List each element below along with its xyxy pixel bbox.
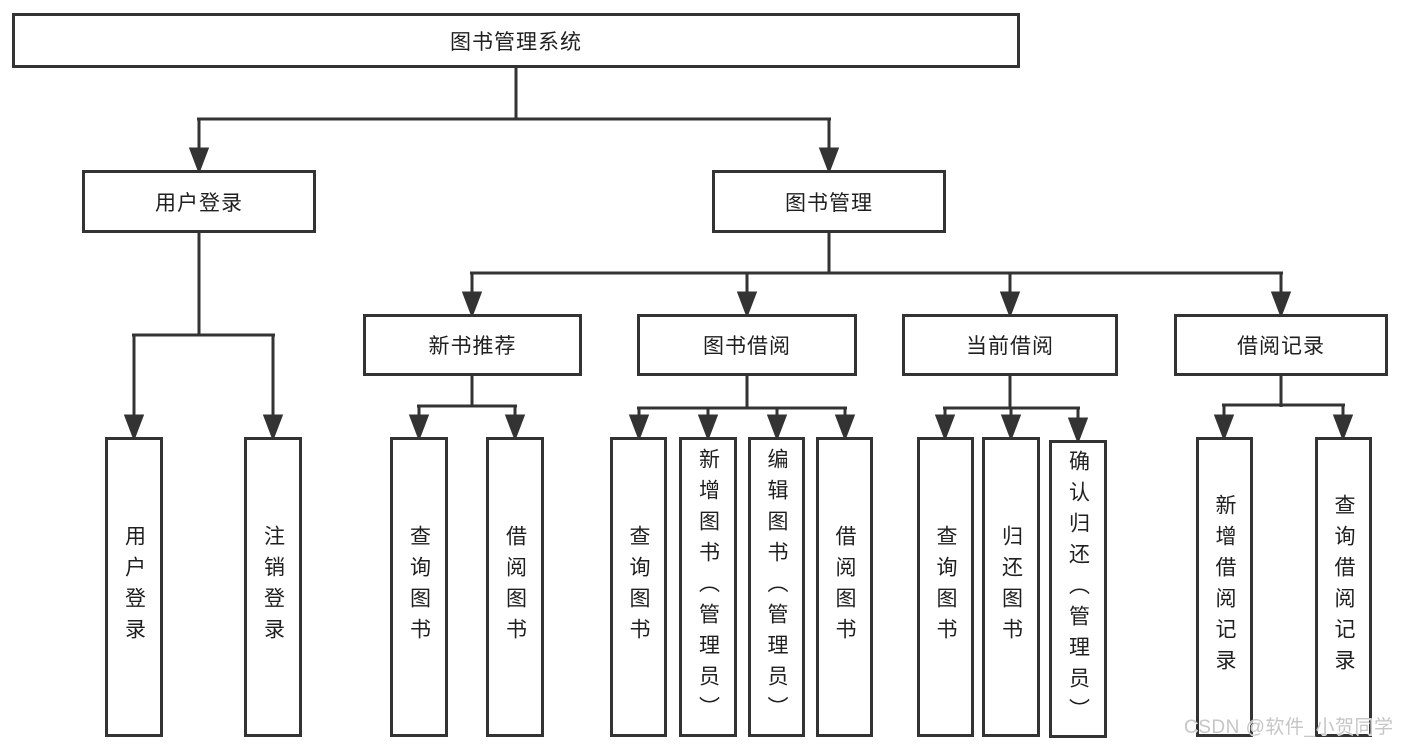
node-root-label: 图书管理系统 [450,30,582,54]
leaf-query-books-borrow-label: 查询图书 [627,525,650,649]
leaf-query-books-current: 查询图书 [917,437,974,737]
leaf-add-book-admin: 新增图书（管理员） [679,437,737,737]
leaf-logout: 注销登录 [244,437,302,737]
leaf-borrow-books-recommend: 借阅图书 [486,437,544,737]
node-root: 图书管理系统 [12,13,1020,68]
leaf-edit-book-admin-label: 编辑图书（管理员） [765,447,788,727]
leaf-add-borrow-record-label: 新增借阅记录 [1213,494,1236,680]
node-book-management-label: 图书管理 [785,191,873,215]
node-borrow-records: 借阅记录 [1174,314,1388,376]
node-current-borrow-label: 当前借阅 [966,335,1054,358]
node-borrow-records-label: 借阅记录 [1237,335,1325,358]
leaf-borrow-books-2-label: 借阅图书 [833,525,856,649]
connector-book-borrow-to-leaves [628,376,856,442]
leaf-confirm-return-admin: 确认归还（管理员） [1049,440,1107,738]
leaf-query-borrow-record: 查询借阅记录 [1315,437,1372,737]
leaf-query-borrow-record-label: 查询借阅记录 [1332,494,1355,680]
leaf-query-books-borrow: 查询图书 [610,437,667,737]
leaf-user-login: 用户登录 [105,437,163,737]
leaf-query-books-recommend-label: 查询图书 [407,525,431,649]
leaf-return-books: 归还图书 [982,437,1040,737]
node-user-login-branch: 用户登录 [82,170,316,233]
leaf-user-login-label: 用户登录 [122,525,146,649]
connector-borrow-records-to-leaves [1213,376,1354,442]
node-book-management: 图书管理 [712,170,946,233]
connector-user-login-to-leaves [123,233,284,442]
leaf-borrow-books-2: 借阅图书 [816,437,873,737]
csdn-watermark: CSDN @软件_小贺同学 [1184,717,1394,738]
leaf-borrow-books-recommend-label: 借阅图书 [503,525,527,649]
leaf-query-books-current-label: 查询图书 [934,525,957,649]
connector-current-borrow-to-leaves [934,376,1089,445]
leaf-add-borrow-record: 新增借阅记录 [1196,437,1253,737]
leaf-add-book-admin-label: 新增图书（管理员） [696,447,720,727]
node-book-borrow-label: 图书借阅 [703,335,791,358]
node-book-borrow: 图书借阅 [637,314,857,376]
connector-root-to-level2 [188,68,840,175]
node-user-login-branch-label: 用户登录 [155,191,243,215]
leaf-edit-book-admin: 编辑图书（管理员） [748,437,805,737]
leaf-return-books-label: 归还图书 [999,525,1023,649]
leaf-logout-label: 注销登录 [261,525,285,649]
leaf-query-books-recommend: 查询图书 [390,437,448,737]
leaf-confirm-return-admin-label: 确认归还（管理员） [1066,449,1090,729]
connector-new-book-to-leaves [408,376,526,442]
node-new-book-recommend: 新书推荐 [363,314,582,376]
connector-book-mgmt-to-level3 [461,233,1292,319]
node-new-book-recommend-label: 新书推荐 [428,335,517,358]
node-current-borrow: 当前借阅 [902,314,1118,376]
